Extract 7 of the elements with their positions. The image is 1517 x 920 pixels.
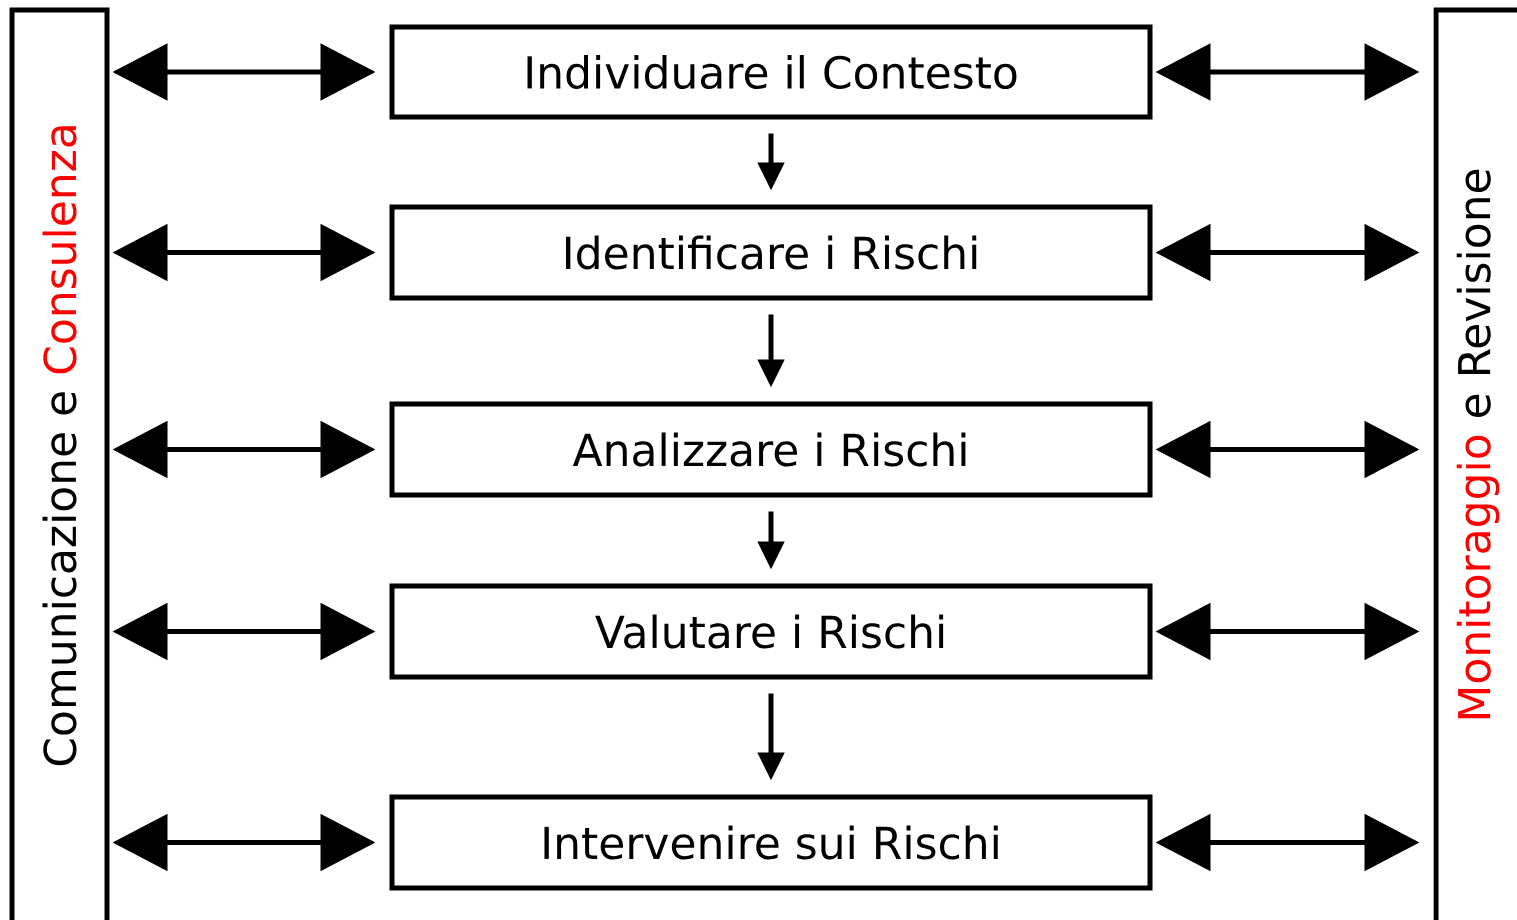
process-box: Individuare il Contesto	[389, 24, 1153, 120]
process-box: Valutare i Rischi	[389, 583, 1153, 680]
process-box: Identificare i Rischi	[389, 204, 1153, 301]
process-box: Analizzare i Rischi	[389, 401, 1153, 498]
side-band: Monitoraggio e Revisione	[1433, 7, 1517, 920]
side-band: Comunicazione e Consulenza	[9, 7, 110, 920]
process-box: Intervenire sui Rischi	[389, 794, 1153, 891]
